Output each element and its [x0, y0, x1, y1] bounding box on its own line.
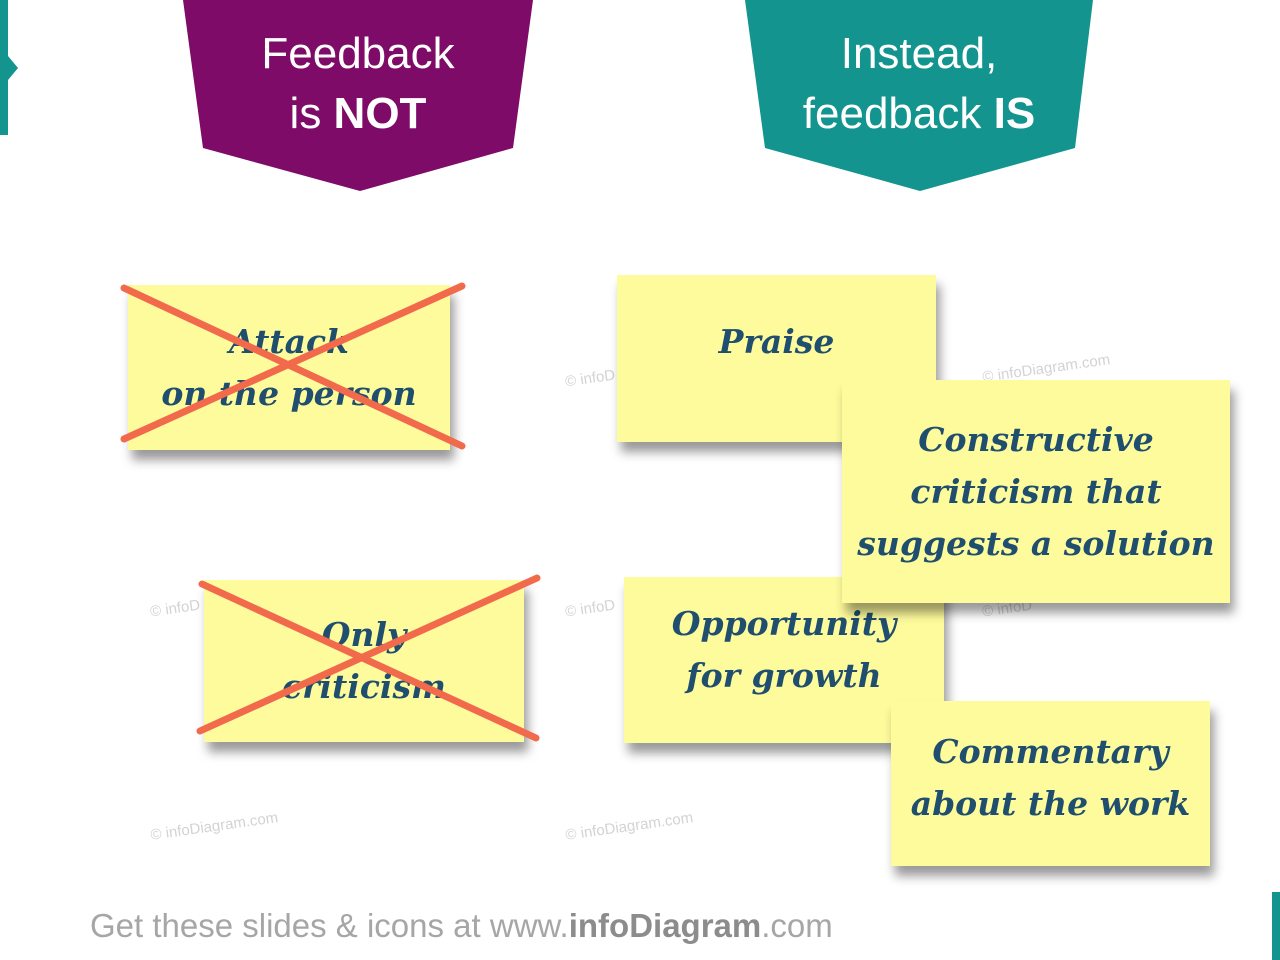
right-accent-bar [1272, 892, 1280, 960]
note-text-line: for growth [686, 656, 882, 695]
banner-not-emphasis: NOT [333, 89, 427, 138]
sticky-note-commentary-about-work: Commentary about the work [891, 701, 1210, 866]
banner-feedback-is: Instead, feedback IS [745, 0, 1093, 192]
footer-brand: infoDiagram [568, 907, 762, 944]
banner-is-line1: Instead, [840, 29, 998, 78]
sticky-note-only-criticism: Only criticism [196, 574, 541, 742]
note-text-line: Attack [229, 321, 349, 361]
watermark: © infoD [564, 366, 617, 391]
note-text-line: Commentary [932, 731, 1169, 771]
banner-not-shape [183, 0, 533, 191]
watermark: © infoDiagram.com [149, 809, 280, 844]
sticky-note-constructive-criticism: Constructive criticism that suggests a s… [842, 380, 1230, 603]
banner-is-line2: feedback IS [802, 89, 1036, 138]
left-accent-notch [8, 56, 18, 80]
cross-out-mark [120, 282, 466, 450]
watermark: © infoD [564, 596, 617, 621]
note-text-line: Opportunity [671, 604, 897, 643]
note-text-line: criticism that [910, 471, 1162, 511]
banner-not-line2: is NOT [289, 89, 427, 138]
cross-out-mark [196, 574, 541, 742]
banner-is-shape [745, 0, 1093, 191]
banner-feedback-is-not: Feedback is NOT [183, 0, 533, 192]
watermark: © infoD [149, 596, 202, 621]
footer-promo-text: Get these slides & icons at www.infoDiag… [90, 907, 833, 944]
sticky-note-opportunity-for-growth: Opportunity for growth [624, 577, 944, 743]
note-text-line: Praise [718, 321, 835, 361]
watermark: © infoDiagram.com [564, 809, 695, 844]
note-text-line: Constructive [918, 419, 1154, 459]
note-text-line: about the work [910, 783, 1191, 823]
note-text-line: suggests a solution [857, 523, 1215, 563]
banner-not-line1: Feedback [261, 29, 455, 78]
left-accent-bar [0, 0, 18, 135]
sticky-note-attack-on-person: Attack on the person [120, 282, 466, 450]
banner-is-emphasis: IS [993, 89, 1036, 138]
